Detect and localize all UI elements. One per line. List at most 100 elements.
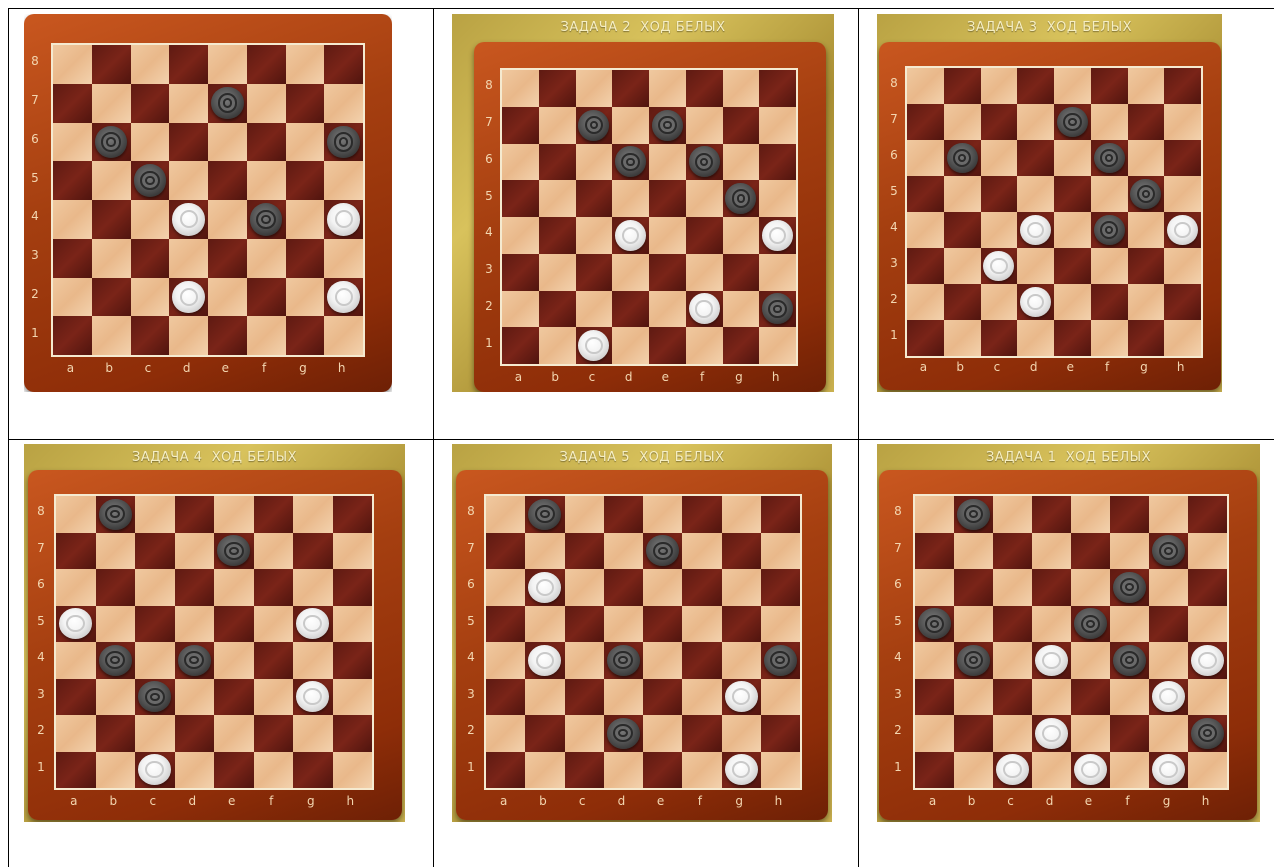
square-f6[interactable] <box>247 123 286 162</box>
square-c3[interactable] <box>565 679 604 716</box>
square-e1[interactable] <box>1054 320 1091 356</box>
square-e1[interactable] <box>208 316 247 355</box>
black-checker-e7[interactable] <box>217 535 250 566</box>
black-checker-b4[interactable] <box>99 645 132 676</box>
square-d2[interactable] <box>175 715 215 752</box>
square-a7[interactable] <box>56 533 96 570</box>
black-checker-a5[interactable] <box>918 608 951 639</box>
square-e1[interactable] <box>1071 752 1110 789</box>
square-a7[interactable] <box>486 533 525 570</box>
square-c3[interactable] <box>993 679 1032 716</box>
square-d6[interactable] <box>175 569 215 606</box>
square-b2[interactable] <box>92 278 131 317</box>
square-d2[interactable] <box>1032 715 1071 752</box>
white-checker-h2[interactable] <box>327 281 360 314</box>
square-f2[interactable] <box>1110 715 1149 752</box>
square-d6[interactable] <box>169 123 208 162</box>
black-checker-g7[interactable] <box>1152 535 1185 566</box>
white-checker-h4[interactable] <box>1191 645 1224 676</box>
white-checker-g1[interactable] <box>725 754 758 785</box>
square-d8[interactable] <box>169 45 208 84</box>
square-f6[interactable] <box>682 569 721 606</box>
square-h8[interactable] <box>759 70 796 107</box>
white-checker-d4[interactable] <box>1035 645 1068 676</box>
square-d4[interactable] <box>1017 212 1054 248</box>
black-checker-h2[interactable] <box>762 293 793 324</box>
square-e7[interactable] <box>649 107 686 144</box>
square-e3[interactable] <box>649 254 686 291</box>
square-b8[interactable] <box>944 68 981 104</box>
black-checker-b8[interactable] <box>528 499 561 530</box>
black-checker-f4[interactable] <box>1094 215 1125 245</box>
square-h4[interactable] <box>333 642 373 679</box>
black-checker-g5[interactable] <box>1130 179 1161 209</box>
square-c1[interactable] <box>131 316 170 355</box>
square-h6[interactable] <box>1164 140 1201 176</box>
square-f4[interactable] <box>686 217 723 254</box>
square-f2[interactable] <box>1091 284 1128 320</box>
square-b6[interactable] <box>944 140 981 176</box>
square-h8[interactable] <box>324 45 363 84</box>
square-g3[interactable] <box>293 679 333 716</box>
square-g5[interactable] <box>293 606 333 643</box>
black-checker-b6[interactable] <box>947 143 978 173</box>
square-b8[interactable] <box>954 496 993 533</box>
square-b2[interactable] <box>944 284 981 320</box>
white-checker-g3[interactable] <box>725 681 758 712</box>
square-h4[interactable] <box>761 642 800 679</box>
square-e7[interactable] <box>1071 533 1110 570</box>
white-checker-c1[interactable] <box>578 330 609 361</box>
square-d2[interactable] <box>604 715 643 752</box>
square-a3[interactable] <box>915 679 954 716</box>
black-checker-f6[interactable] <box>1113 572 1146 603</box>
square-c3[interactable] <box>131 239 170 278</box>
square-g1[interactable] <box>293 752 333 789</box>
square-d6[interactable] <box>1017 140 1054 176</box>
square-h6[interactable] <box>761 569 800 606</box>
square-h2[interactable] <box>324 278 363 317</box>
square-h6[interactable] <box>759 144 796 181</box>
square-a3[interactable] <box>486 679 525 716</box>
square-d4[interactable] <box>612 217 649 254</box>
square-e1[interactable] <box>214 752 254 789</box>
square-b8[interactable] <box>92 45 131 84</box>
square-h6[interactable] <box>333 569 373 606</box>
square-e7[interactable] <box>1054 104 1091 140</box>
white-checker-b4[interactable] <box>528 645 561 676</box>
square-h8[interactable] <box>1188 496 1227 533</box>
square-d4[interactable] <box>604 642 643 679</box>
square-c3[interactable] <box>135 679 175 716</box>
square-f4[interactable] <box>247 200 286 239</box>
square-c5[interactable] <box>131 161 170 200</box>
square-f6[interactable] <box>1091 140 1128 176</box>
square-g5[interactable] <box>723 180 760 217</box>
square-d6[interactable] <box>604 569 643 606</box>
square-f8[interactable] <box>686 70 723 107</box>
black-checker-e7[interactable] <box>1057 107 1088 137</box>
square-g1[interactable] <box>722 752 761 789</box>
square-g3[interactable] <box>286 239 325 278</box>
square-e7[interactable] <box>643 533 682 570</box>
black-checker-d4[interactable] <box>178 645 211 676</box>
square-f8[interactable] <box>1110 496 1149 533</box>
square-e1[interactable] <box>643 752 682 789</box>
square-f4[interactable] <box>254 642 294 679</box>
square-g5[interactable] <box>1149 606 1188 643</box>
square-c7[interactable] <box>993 533 1032 570</box>
square-a5[interactable] <box>486 606 525 643</box>
square-a1[interactable] <box>486 752 525 789</box>
square-d2[interactable] <box>612 291 649 328</box>
square-g3[interactable] <box>722 679 761 716</box>
square-d6[interactable] <box>1032 569 1071 606</box>
square-b4[interactable] <box>944 212 981 248</box>
square-d8[interactable] <box>604 496 643 533</box>
square-e3[interactable] <box>1071 679 1110 716</box>
square-a3[interactable] <box>907 248 944 284</box>
square-a5[interactable] <box>915 606 954 643</box>
white-checker-f2[interactable] <box>689 293 720 324</box>
black-checker-c5[interactable] <box>134 164 167 197</box>
square-f4[interactable] <box>1110 642 1149 679</box>
square-g7[interactable] <box>1149 533 1188 570</box>
square-c5[interactable] <box>981 176 1018 212</box>
square-h2[interactable] <box>761 715 800 752</box>
